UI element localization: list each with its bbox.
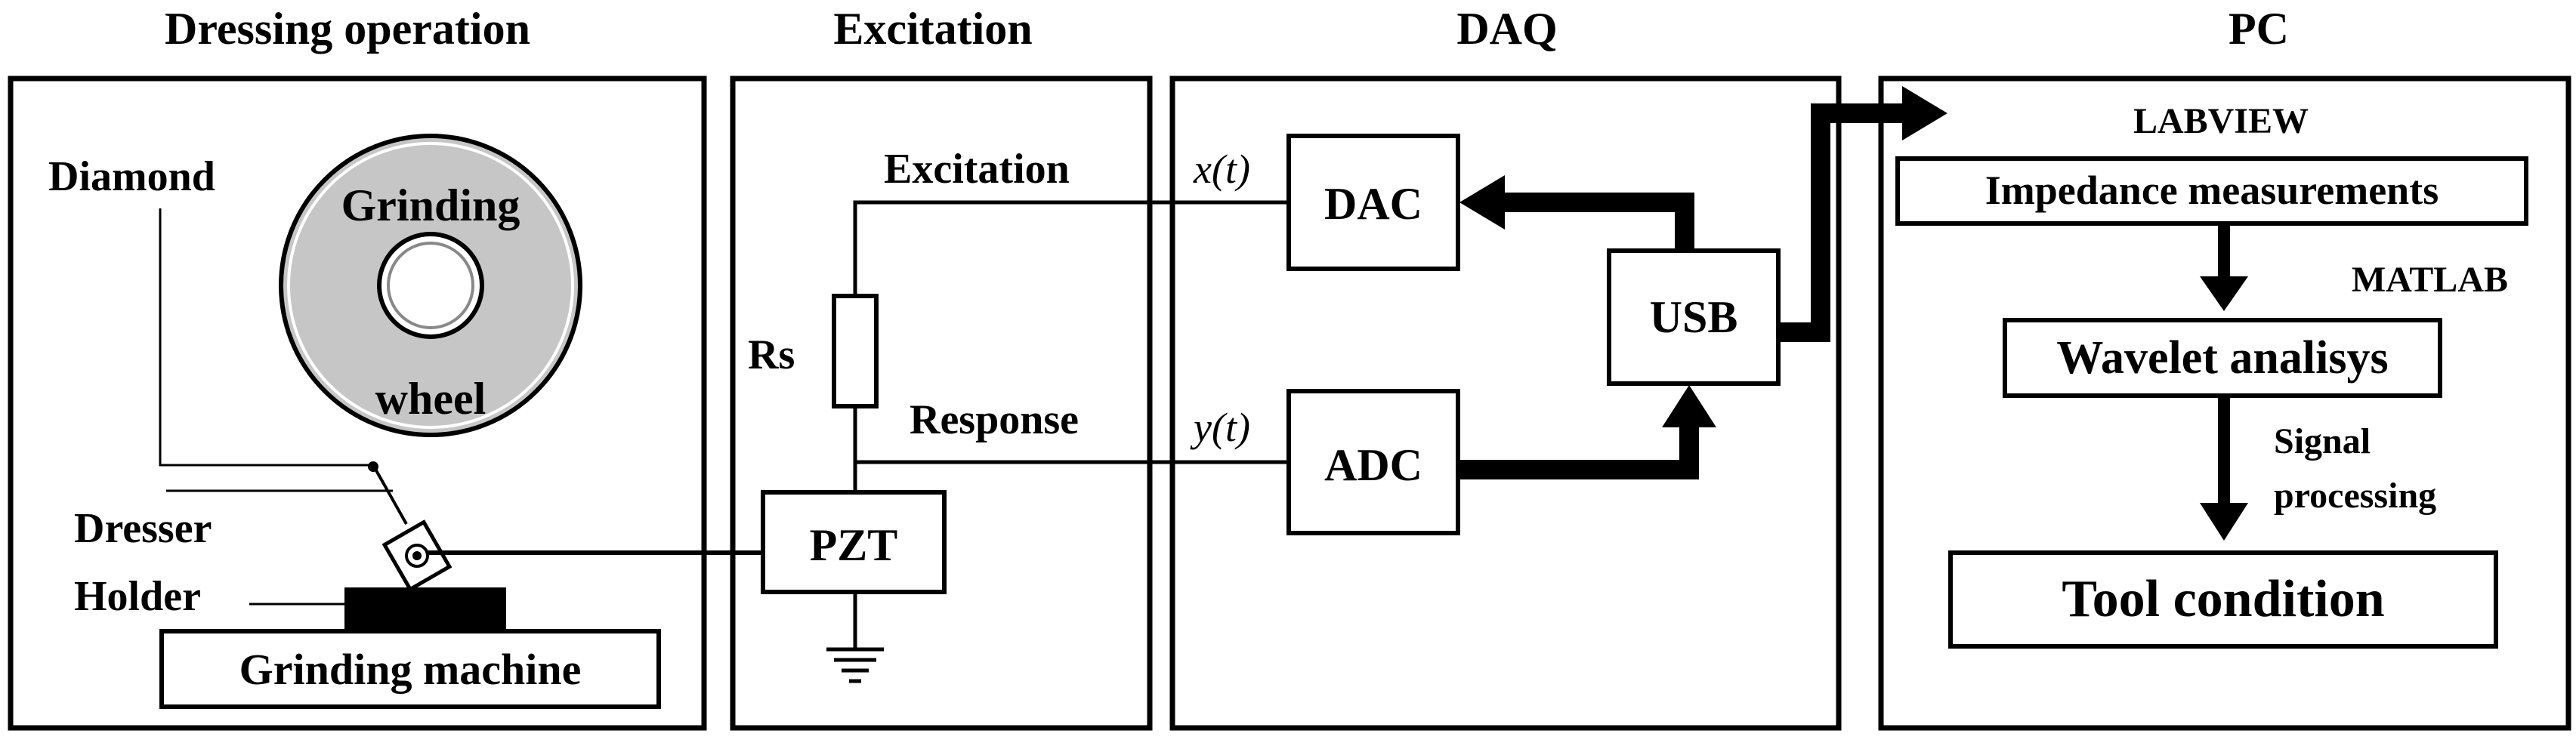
- resistor-rs: [832, 294, 879, 408]
- dressing-frame: [8, 76, 707, 731]
- matlab-label: MATLAB: [2352, 260, 2508, 300]
- dresser-stem: [372, 464, 408, 525]
- usb-to-dac-arrow: [1503, 193, 1694, 251]
- grinding-machine-label: Grinding machine: [239, 645, 582, 694]
- xt-label: x(t): [1193, 146, 1250, 192]
- diamond-leader-line: [159, 208, 369, 467]
- tool-condition-box: [1948, 550, 2498, 649]
- wheel-label-top: Grinding: [341, 180, 520, 230]
- wavelet-analysis-box: [2003, 318, 2442, 398]
- usb-to-pc-arrow: [1778, 103, 1904, 342]
- dac-box: [1286, 134, 1460, 271]
- tool-condition-label: Tool condition: [2062, 570, 2384, 628]
- usb-label: USB: [1650, 292, 1738, 342]
- dac-label: DAC: [1324, 179, 1422, 229]
- pzt-box: [761, 490, 947, 594]
- ground-icon: [826, 592, 884, 683]
- signal-label: Signal: [2274, 421, 2371, 461]
- labview-label: LABVIEW: [2133, 101, 2309, 141]
- title-pc: PC: [2229, 4, 2289, 54]
- daq-frame: [1169, 76, 1842, 731]
- excitation-wire: [853, 200, 1289, 223]
- title-excitation: Excitation: [833, 4, 1032, 54]
- dresser-label: Dresser: [74, 505, 212, 552]
- grinding-wheel: [279, 134, 582, 437]
- adc-to-usb-arrow: [1458, 426, 1699, 479]
- processing-label: processing: [2274, 476, 2436, 516]
- pzt-label: PZT: [810, 520, 898, 570]
- response-signal-label: Response: [910, 396, 1079, 443]
- rs-label: Rs: [748, 331, 795, 378]
- impedance-measurements-box: [1895, 156, 2528, 226]
- wavelet-analysis-label: Wavelet analisys: [2056, 332, 2388, 384]
- wheel-label-bottom: wheel: [375, 374, 486, 424]
- holder-label: Holder: [74, 573, 201, 620]
- excitation-frame: [730, 76, 1153, 731]
- impedance-measurements-label: Impedance measurements: [1985, 168, 2439, 213]
- title-dressing-operation: Dressing operation: [165, 4, 530, 54]
- grinding-machine-box: [159, 629, 661, 709]
- pc-frame: [1878, 76, 2571, 731]
- yt-label: y(t): [1190, 405, 1250, 450]
- title-daq: DAQ: [1456, 4, 1557, 54]
- diamond-label: Diamond: [48, 153, 215, 200]
- dresser-holder-block: [344, 587, 506, 630]
- adc-box: [1286, 389, 1460, 535]
- usb-box: [1607, 248, 1781, 386]
- adc-label: ADC: [1324, 440, 1422, 490]
- excitation-signal-label: Excitation: [884, 146, 1070, 193]
- diamond-tip: [368, 461, 378, 472]
